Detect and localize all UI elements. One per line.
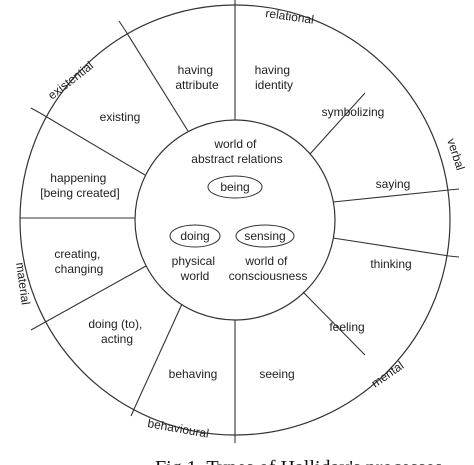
doing-oval	[169, 224, 221, 248]
category-material: material	[13, 261, 33, 305]
divider-bottom-right	[302, 291, 366, 356]
category-mental: mental	[369, 358, 407, 390]
divider-right-upper	[332, 189, 450, 203]
segment-existing: existing	[100, 110, 141, 124]
segment-creating-changing: creating, changing	[54, 247, 103, 276]
category-behavioural: behavioural	[146, 416, 210, 441]
segment-seeing: seeing	[259, 367, 294, 381]
segment-having-identity: having identity	[255, 63, 294, 92]
divider-left-upper	[39, 112, 146, 176]
segment-labels: having attribute having identity symboli…	[40, 63, 411, 381]
category-ticks	[30, 0, 460, 443]
segment-behaving: behaving	[169, 367, 218, 381]
abstract-relations-label: world of abstract relations	[191, 137, 282, 166]
doing-label: doing	[180, 229, 209, 243]
divider-left-lower	[39, 265, 147, 326]
divider-bottom-left	[134, 303, 183, 408]
divider-right-lower	[332, 237, 450, 257]
segment-having-attribute: having attribute	[175, 63, 219, 92]
segment-symbolizing: symbolizing	[322, 105, 385, 119]
divider-top-right	[309, 92, 366, 155]
inner-labels: world of abstract relations being doing …	[169, 137, 308, 283]
category-existential: existential	[45, 58, 96, 102]
segment-dividers	[20, 5, 450, 435]
figure-caption: Fig.1. Types of Halliday's processes	[155, 457, 443, 465]
divider-top-left	[124, 29, 189, 132]
category-verbal: verbal	[444, 137, 467, 172]
category-relational: relational	[265, 6, 315, 27]
segment-happening: happening [being created]	[40, 171, 119, 200]
being-oval	[207, 175, 263, 199]
consciousness-label: world of consciousness	[229, 254, 308, 283]
being-label: being	[220, 180, 249, 194]
segment-thinking: thinking	[370, 257, 411, 271]
sensing-label: sensing	[244, 229, 285, 243]
segment-feeling: feeling	[329, 320, 364, 334]
segment-doing-acting: doing (to), acting	[88, 317, 145, 346]
physical-world-label: physical world	[172, 254, 219, 283]
sensing-oval	[235, 224, 295, 248]
segment-saying: saying	[376, 177, 411, 191]
